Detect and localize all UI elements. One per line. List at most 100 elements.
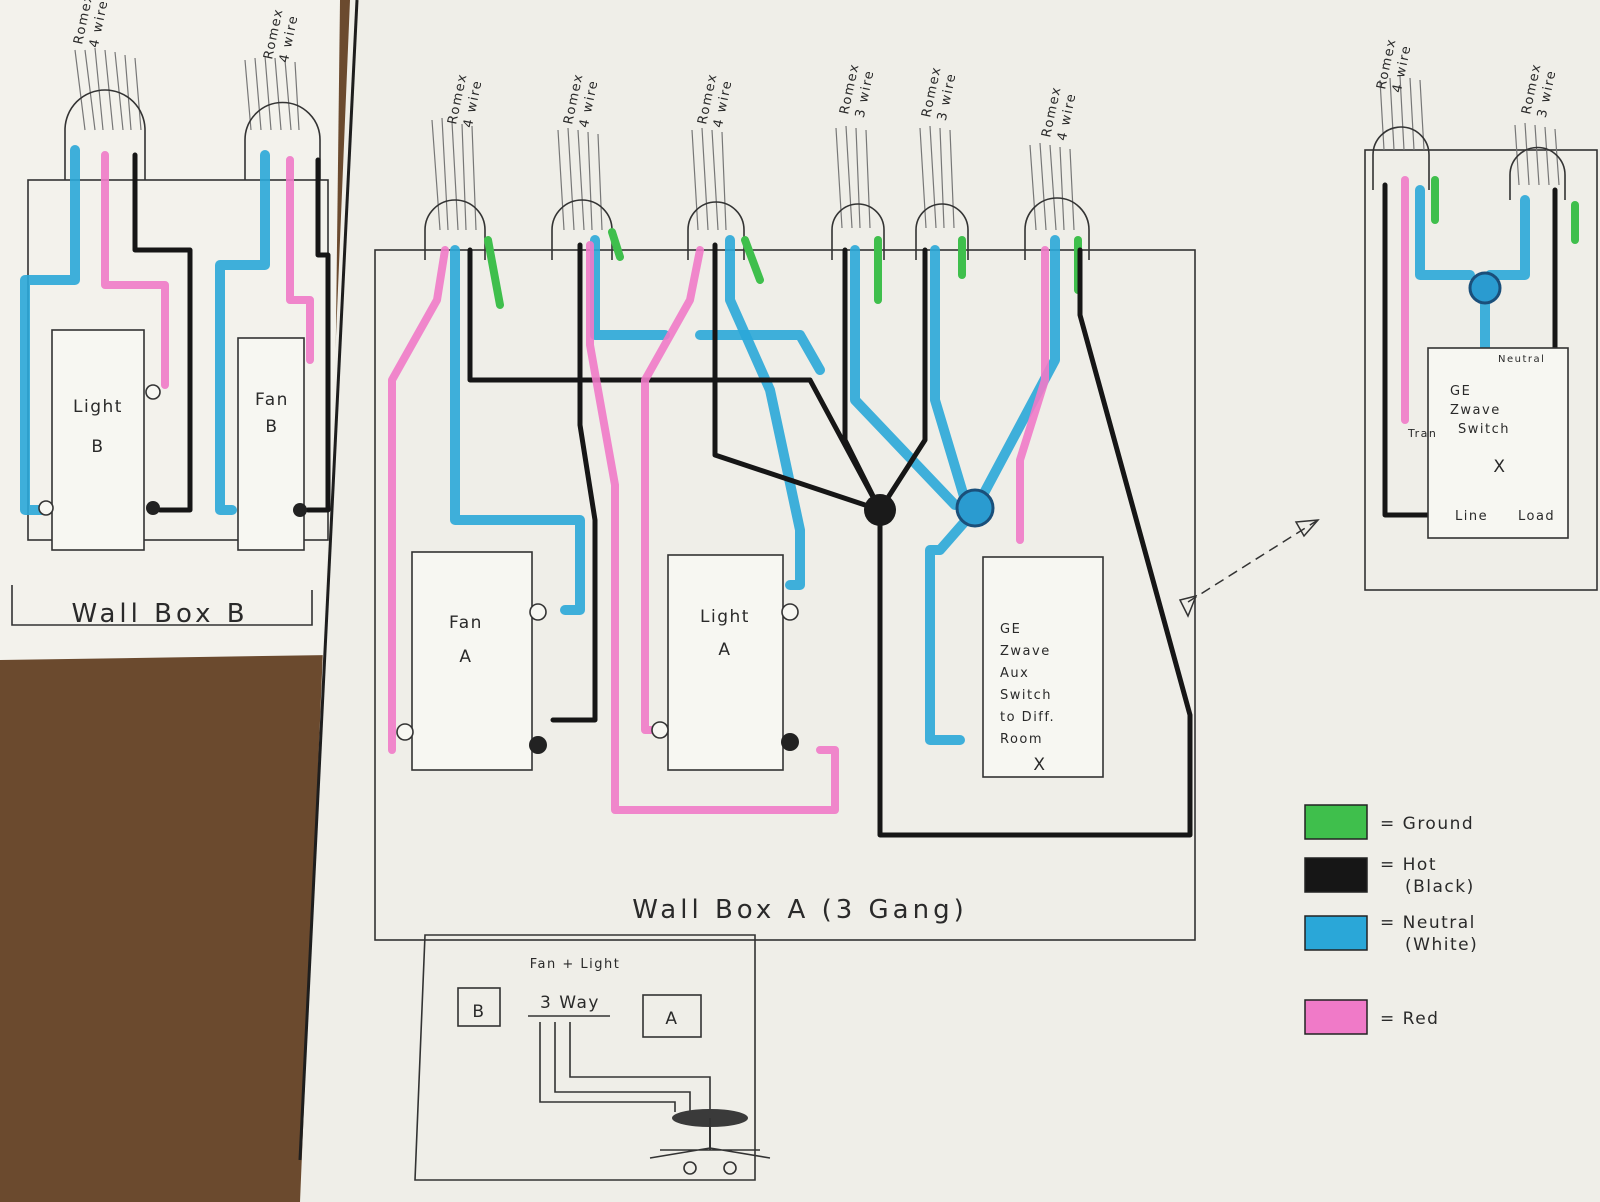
room-sketch-frame bbox=[414, 934, 756, 1181]
legend-swatch-0 bbox=[1304, 804, 1368, 840]
aux-switch-body bbox=[1427, 347, 1569, 539]
box-b-red-wire-1 bbox=[101, 151, 169, 389]
light-b-switch: Light B bbox=[38, 329, 161, 551]
box-a-cables bbox=[424, 117, 1090, 260]
legend-swatch-1 bbox=[1304, 857, 1368, 893]
ge-label-1: GE bbox=[1000, 622, 1021, 637]
aux-switch-label-2: Zwave bbox=[1450, 403, 1501, 418]
ge-label-4: Switch bbox=[1000, 688, 1052, 703]
fan-b-label-1: Fan bbox=[255, 390, 289, 410]
hot-wire-1 bbox=[467, 247, 813, 383]
box-b-hot-wire-1 bbox=[132, 152, 193, 513]
light-a-label-1: Light bbox=[700, 607, 750, 627]
neutral-wire-5 bbox=[930, 245, 970, 505]
box-b-cable-1 bbox=[64, 47, 146, 180]
aux-x-mark: X bbox=[1493, 457, 1506, 477]
fan-a-switch: Fan A bbox=[396, 551, 547, 771]
room-sketch-title: Fan + Light bbox=[530, 957, 621, 972]
aux-switch-label-1: GE bbox=[1450, 384, 1471, 399]
neutral-wire-3 bbox=[695, 330, 825, 375]
aux-detail-frame bbox=[1364, 149, 1598, 591]
neutral-wire-fan-a bbox=[450, 245, 585, 615]
ge-label-3: Aux bbox=[1000, 666, 1029, 681]
wall-box-a-frame bbox=[374, 249, 1196, 941]
fan-a-label-2: A bbox=[459, 647, 472, 667]
box-b-hot-wire-2 bbox=[305, 157, 331, 513]
hot-wire-4 bbox=[842, 247, 883, 513]
legend-label-2: = Neutral bbox=[1380, 913, 1476, 933]
neutral-wire-light-a bbox=[725, 235, 805, 590]
fan-a-label-1: Fan bbox=[449, 613, 483, 633]
red-wire-fan-a bbox=[388, 246, 449, 754]
wall-box-b: Light B Fan B Wall Box B bbox=[11, 47, 331, 629]
wall-box-a-title: Wall Box A (3 Gang) bbox=[632, 895, 968, 925]
light-b-label-1: Light bbox=[73, 397, 123, 417]
ceiling-fan-icon bbox=[649, 1109, 771, 1175]
ground-wire-3 bbox=[741, 236, 764, 284]
cable-label-aux-2: Romex3 wire bbox=[1519, 62, 1560, 119]
aux-neutral-label: Neutral bbox=[1498, 354, 1545, 365]
ge-zwave-aux-switch: GE Zwave Aux Switch to Diff. Room X bbox=[982, 556, 1104, 778]
aux-cable-2 bbox=[1509, 146, 1566, 200]
light-a-label-2: A bbox=[718, 640, 731, 660]
paper-left bbox=[0, 0, 340, 660]
red-wire-2 bbox=[641, 246, 704, 734]
aux-load-label: Load bbox=[1518, 509, 1555, 524]
neutral-wire-4 bbox=[850, 245, 960, 510]
room-box-b bbox=[457, 987, 501, 1027]
red-wire-3 bbox=[1016, 246, 1049, 544]
legend-label-1: = Hot bbox=[1380, 855, 1437, 875]
paper-main bbox=[300, 0, 1600, 1202]
wall-box-b-bracket bbox=[11, 585, 313, 626]
aux-neutral-wire-2 bbox=[1485, 195, 1530, 280]
room-box-b-label: B bbox=[472, 1002, 485, 1022]
wall-box-a: Fan A Light A GE Zwave Aux Switch to Dif… bbox=[374, 117, 1196, 941]
light-a-switch: Light A bbox=[651, 554, 799, 771]
box-b-cable-2 bbox=[244, 55, 321, 180]
ge-label-5: to Diff. bbox=[1000, 710, 1055, 725]
hot-wire-5 bbox=[877, 247, 928, 513]
box-b-red-wire-2 bbox=[286, 156, 314, 364]
ge-x-mark: X bbox=[1033, 755, 1046, 775]
neutral-wire-2 bbox=[590, 235, 670, 340]
legend-label-0: = Ground bbox=[1380, 814, 1474, 834]
box-b-neutral-wire-2 bbox=[215, 150, 270, 515]
detail-pointer-arrow bbox=[1178, 519, 1320, 618]
legend-sublabel-1: (Black) bbox=[1405, 877, 1475, 897]
aux-cable-1 bbox=[1372, 126, 1430, 190]
hot-wire-loop bbox=[877, 247, 1193, 838]
neutral-wire-nut bbox=[955, 488, 995, 528]
aux-hot-wire bbox=[1382, 182, 1433, 518]
wall-box-b-title: Wall Box B bbox=[71, 599, 248, 629]
hot-wire-2 bbox=[712, 242, 883, 513]
room-cable-run bbox=[539, 1022, 711, 1112]
ground-wire-1 bbox=[484, 236, 504, 309]
aux-line-label: Line bbox=[1455, 509, 1488, 524]
fan-b-switch: Fan B bbox=[237, 337, 307, 551]
aux-switch-detail: Neutral GE Zwave Switch Tran X Line Load bbox=[1364, 75, 1598, 591]
aux-neutral-nut bbox=[1468, 271, 1502, 305]
room-box-a bbox=[642, 994, 702, 1038]
hot-wire-nut bbox=[864, 494, 896, 526]
ge-label-2: Zwave bbox=[1000, 644, 1051, 659]
aux-tran-label: Tran bbox=[1407, 427, 1437, 440]
ground-wire-2 bbox=[608, 228, 624, 261]
sheet-edge-line bbox=[298, 0, 359, 1161]
room-3way-label: 3 Way bbox=[540, 993, 600, 1013]
room-box-a-label: A bbox=[665, 1009, 678, 1029]
wire-color-legend: = Ground = Hot(Black) = Neutral(White) = Re… bbox=[1304, 804, 1478, 1035]
room-sketch: Fan + Light B 3 Way A bbox=[414, 934, 771, 1181]
light-b-label-2: B bbox=[91, 437, 104, 457]
legend-swatch-3 bbox=[1304, 999, 1368, 1035]
legend-sublabel-2: (White) bbox=[1405, 935, 1478, 955]
hot-wire-fan-a bbox=[550, 242, 598, 723]
aux-cable-2-strands bbox=[1514, 122, 1560, 186]
aux-cable-1-strands bbox=[1379, 75, 1425, 151]
aux-switch-label-3: Switch bbox=[1458, 422, 1510, 437]
legend-label-3: = Red bbox=[1380, 1009, 1439, 1029]
ge-label-6: Room bbox=[1000, 732, 1043, 747]
red-wire-light-a bbox=[586, 241, 839, 814]
fan-b-label-2: B bbox=[265, 417, 278, 437]
neutral-wire-ge bbox=[925, 235, 1060, 745]
